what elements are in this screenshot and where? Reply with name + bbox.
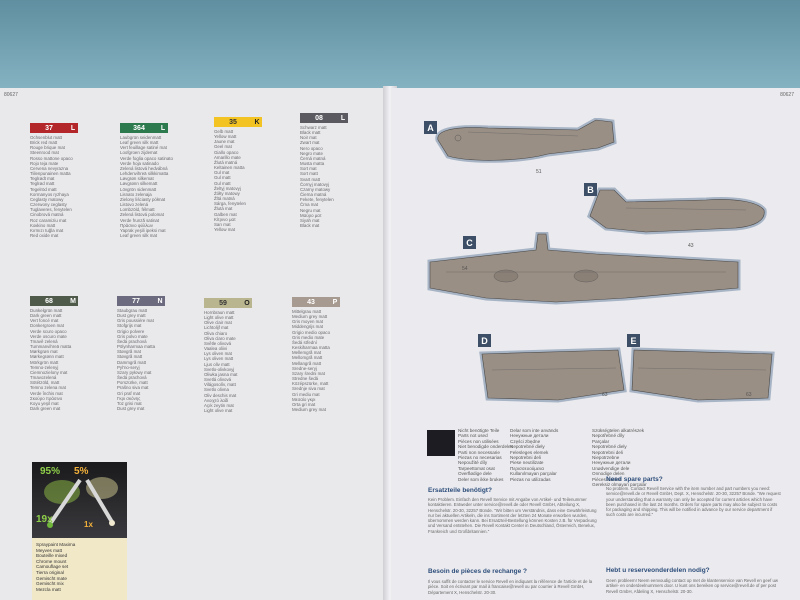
section-body-en: No problem. Contact Revell Service with … bbox=[606, 486, 781, 518]
paint-swatch: 364 bbox=[120, 123, 158, 133]
paint-letter: L bbox=[68, 123, 78, 133]
view-a-fuselage-left bbox=[435, 118, 617, 163]
section-title-nl: Hebt u reserveonderdelen nodig? bbox=[606, 567, 710, 574]
view-letter-c: C bbox=[463, 236, 476, 249]
view-letter-a: A bbox=[424, 121, 437, 134]
paint-letter: N bbox=[155, 296, 165, 306]
view-b-part-number: 43 bbox=[688, 243, 694, 249]
paint-letter: P bbox=[330, 297, 340, 307]
right-page: 80627 bbox=[392, 88, 800, 600]
section-body-nl: Geen probleem! Neem eenvoudig contact op… bbox=[606, 578, 778, 594]
mix-ratio-left: 19x bbox=[36, 514, 53, 525]
view-e-part-number: 63 bbox=[746, 392, 752, 398]
view-e-wing-right bbox=[629, 347, 775, 403]
view-c-wing-underside bbox=[427, 232, 741, 305]
paint-swatch: 59 bbox=[204, 298, 242, 308]
page-number-right: 80627 bbox=[780, 92, 794, 98]
paint-letter: K bbox=[252, 117, 262, 127]
section-body-de: Kein Problem. Einfach den Revell Service… bbox=[428, 497, 597, 534]
paint-letter: L bbox=[158, 123, 168, 133]
view-b-fuselage-right bbox=[586, 187, 767, 235]
paint-swatch: 37 bbox=[30, 123, 68, 133]
view-c-part-number: 54 bbox=[462, 266, 468, 272]
view-a-part-number: 51 bbox=[536, 169, 542, 175]
paint-swatch: 35 bbox=[214, 117, 252, 127]
view-letter-d: D bbox=[478, 334, 491, 347]
view-d-part-number: 63 bbox=[602, 392, 608, 398]
section-body-fr: Il vous suffit de contacter le service R… bbox=[428, 579, 593, 595]
paint-letter: O bbox=[242, 298, 252, 308]
paint-swatch: 68 bbox=[30, 296, 68, 306]
view-d-wing-left bbox=[479, 347, 627, 403]
unused-parts-symbol bbox=[427, 430, 455, 456]
mix-percent-right: 5% bbox=[74, 466, 89, 477]
paint-swatch: 77 bbox=[117, 296, 155, 306]
paint-swatch: 43 bbox=[292, 297, 330, 307]
paint-swatch: 08 bbox=[300, 113, 338, 123]
background-top bbox=[0, 0, 800, 90]
section-title-en: Need spare parts? bbox=[606, 476, 663, 483]
mix-ratio-right: 1x bbox=[84, 520, 93, 529]
section-title-de: Ersatzteile benötigt? bbox=[428, 487, 492, 494]
mixing-photo: 95% 5% 19x 1x bbox=[32, 462, 127, 538]
mixing-pipettes-icon bbox=[44, 477, 118, 528]
mix-percent-left: 95% bbox=[40, 466, 61, 477]
page-number-left: 80627 bbox=[4, 92, 18, 98]
view-letter-e: E bbox=[627, 334, 640, 347]
paint-letter: L bbox=[338, 113, 348, 123]
section-title-fr: Besoin de pièces de rechange ? bbox=[428, 568, 527, 575]
paint-letter: M bbox=[68, 296, 78, 306]
view-letter-b: B bbox=[584, 183, 597, 196]
